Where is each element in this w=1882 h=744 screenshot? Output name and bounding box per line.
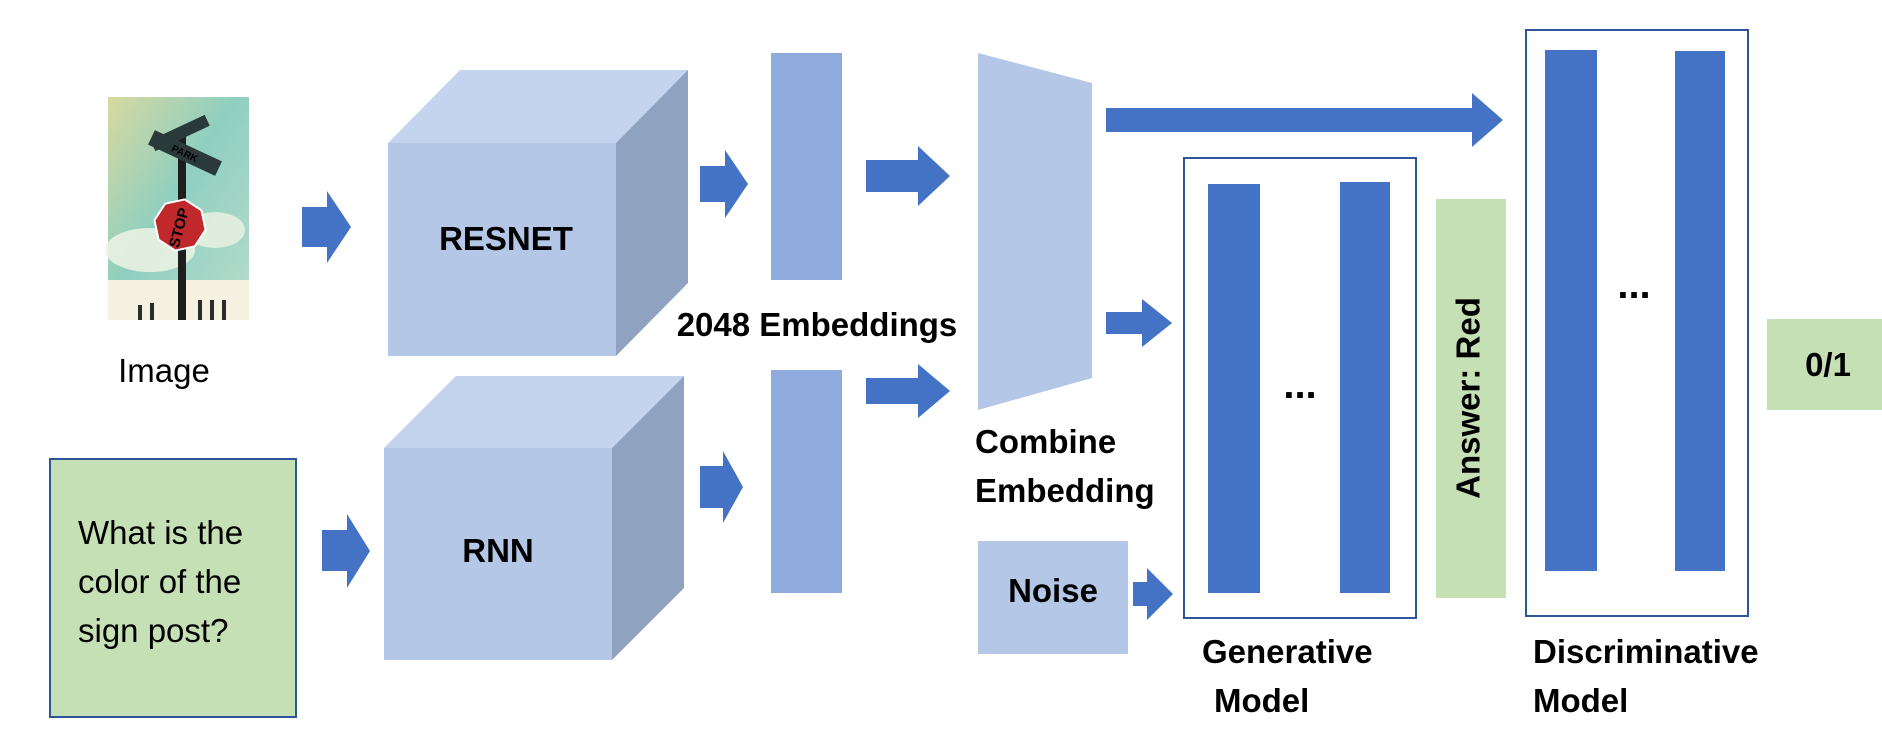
resnet-embedding-bar: [771, 53, 842, 280]
resnet-cube-top: [388, 70, 688, 143]
resnet-cube: RESNET: [388, 70, 688, 356]
arrow-noise-to-generator: [1133, 568, 1173, 620]
output-box: [1767, 319, 1882, 410]
generative-layer-2: [1340, 182, 1390, 593]
answer-label: Answer: Red: [1450, 297, 1487, 499]
question-line-2: color of the: [78, 563, 241, 600]
image-label: Image: [118, 352, 210, 389]
output-label: 0/1: [1805, 346, 1851, 383]
combine-label-line-1: Combine: [975, 423, 1116, 460]
answer-box: [1436, 199, 1506, 598]
arrow-resnet-to-embedding: [700, 150, 748, 218]
question-box: [49, 458, 297, 718]
noise-label: Noise: [1008, 572, 1098, 609]
arrows: [302, 93, 1503, 620]
resnet-cube-front: [388, 143, 616, 356]
arrow-question-to-rnn: [322, 514, 370, 588]
question-line-3: sign post?: [78, 612, 228, 649]
question-line-1: What is the: [78, 514, 243, 551]
photo-fence: [138, 300, 226, 320]
combine-embedding-shape: [978, 53, 1092, 410]
rnn-cube-front: [384, 448, 612, 660]
arrow-image-to-resnet: [302, 191, 351, 263]
street-sign-upper: [150, 114, 210, 152]
resnet-cube-side: [616, 70, 688, 356]
generative-label-line-1: Generative: [1202, 633, 1373, 670]
rnn-cube-side: [612, 376, 684, 660]
arrow-combine-to-generator: [1106, 299, 1172, 347]
rnn-cube: RNN: [384, 376, 684, 660]
arrow-embedding-top-to-combine: [866, 146, 950, 206]
noise-box: [978, 541, 1128, 654]
arrow-rnn-to-embedding: [700, 451, 743, 523]
generative-label-line-2: Model: [1214, 682, 1309, 719]
discriminative-layer-2: [1675, 51, 1725, 571]
generative-ellipsis: ...: [1283, 363, 1316, 407]
embeddings-label: 2048 Embeddings: [677, 306, 958, 343]
rnn-cube-top: [384, 376, 684, 448]
discriminative-ellipsis: ...: [1617, 263, 1650, 307]
discriminative-layer-1: [1545, 50, 1597, 571]
discriminative-label-line-2: Model: [1533, 682, 1628, 719]
rnn-label: RNN: [462, 532, 534, 569]
resnet-label: RESNET: [439, 220, 573, 257]
generative-layer-1: [1208, 184, 1260, 593]
stop-sign: [153, 198, 207, 252]
arrow-embedding-bottom-to-combine: [866, 364, 950, 418]
discriminative-label-line-1: Discriminative: [1533, 633, 1759, 670]
combine-label-line-2: Embedding: [975, 472, 1155, 509]
arrow-combine-to-discriminator: [1106, 93, 1503, 147]
input-image: PARK STOP: [105, 97, 249, 320]
rnn-embedding-bar: [771, 370, 842, 593]
